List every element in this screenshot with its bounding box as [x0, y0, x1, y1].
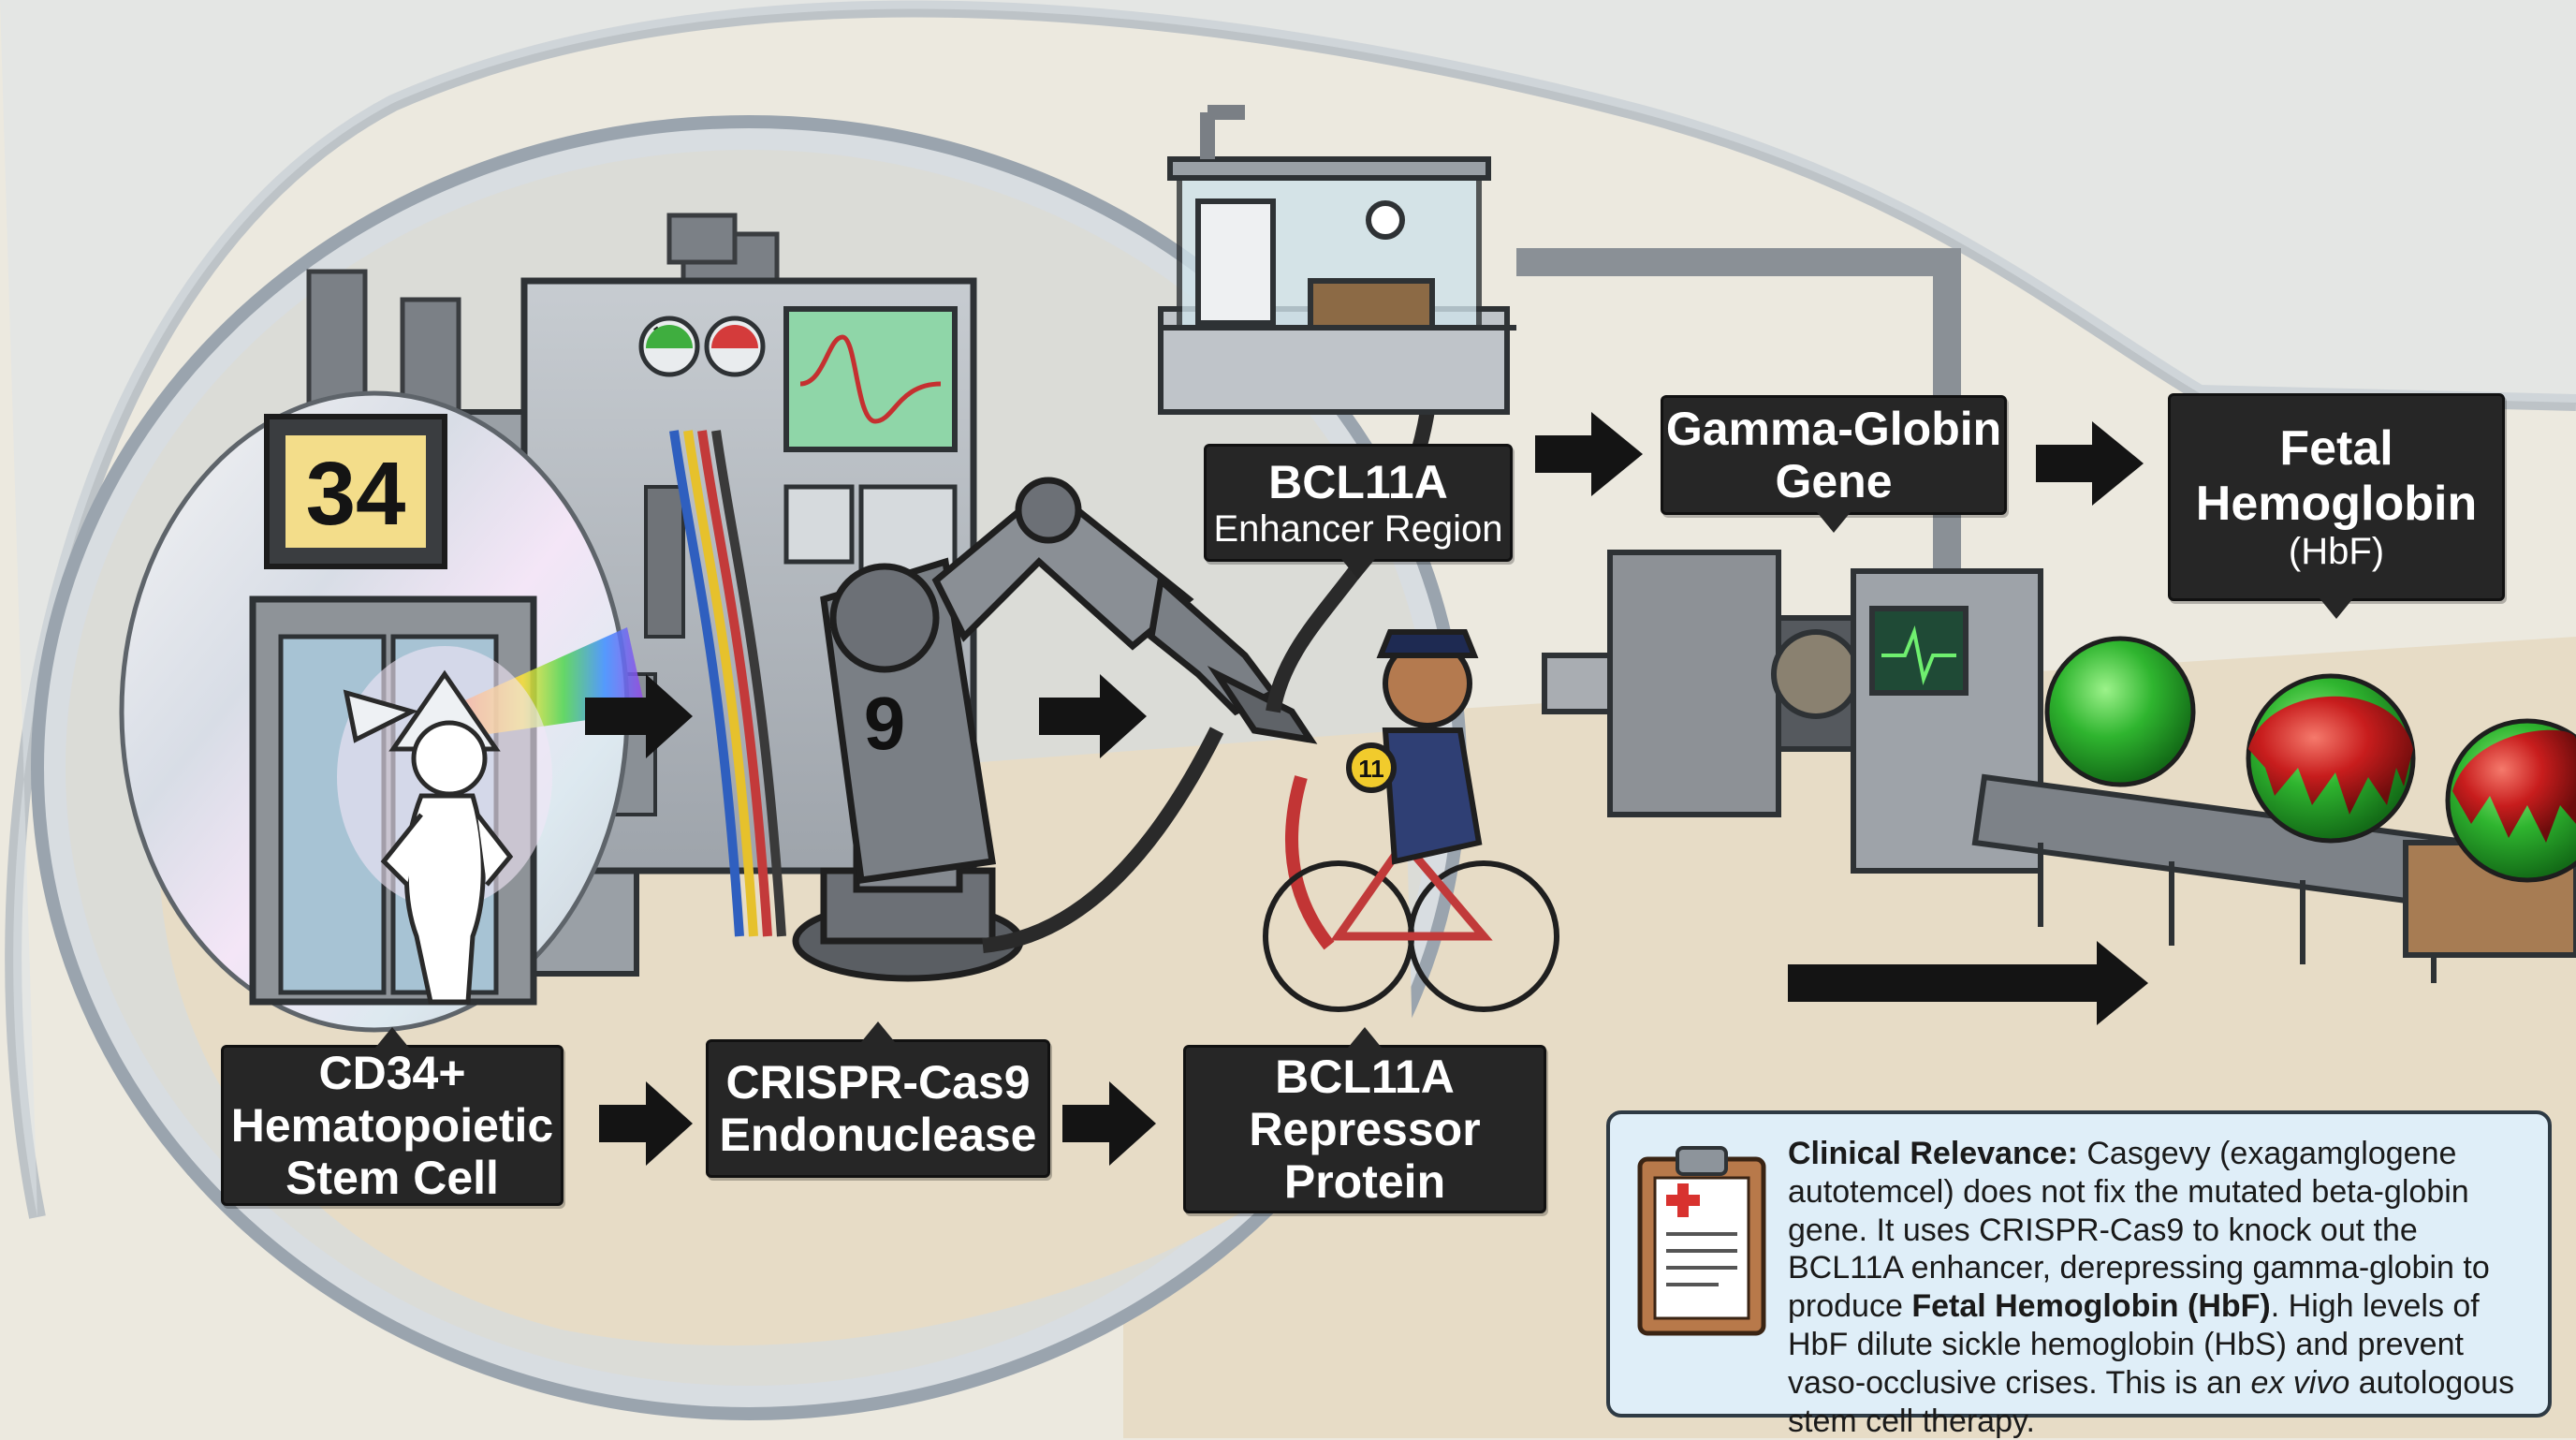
badge-number: 11 [1358, 755, 1384, 783]
label-cd34-line3: Stem Cell [285, 1152, 499, 1204]
label-fetal-hemoglobin: Fetal Hemoglobin (HbF) [2168, 393, 2505, 619]
flow-arrows [585, 412, 2148, 1166]
label-fetal-line1: Fetal [2279, 421, 2393, 477]
label-gamma-line1: Gamma-Globin [1665, 403, 2002, 455]
clinical-ex-vivo: ex vivo [2250, 1364, 2350, 1401]
clinical-text-3: autologous stem cell therapy. [1788, 1364, 2515, 1439]
label-cd34-line2: Hematopoietic [230, 1099, 554, 1152]
arrow-label-2 [1062, 1081, 1156, 1166]
label-crispr-line2: Endonuclease [719, 1109, 1037, 1161]
arrow-label-1 [599, 1081, 693, 1166]
clinical-bold-hbf: Fetal Hemoglobin (HbF) [1911, 1288, 2271, 1325]
clinical-text-2: . High levels of HbF dilute sickle hemog… [1788, 1288, 2480, 1401]
clinical-relevance-panel: Clinical Relevance: Casgevy (exagamgloge… [1606, 1110, 2552, 1439]
clinical-text-1: Casgevy (exagamglogene autotemcel) does … [1788, 1136, 2490, 1325]
label-repressor-line3: Protein [1283, 1155, 1446, 1208]
stem-cell-character [337, 646, 552, 1005]
arrow-crispr-to-cut [1039, 674, 1147, 758]
arrow-enhancer-to-gamma [1535, 412, 1643, 496]
label-enhancer-line2: Enhancer Region [1213, 507, 1503, 550]
clinical-heading: Clinical Relevance: [1788, 1136, 2078, 1171]
label-gamma-globin: Gamma-Globin Gene [1661, 395, 2007, 533]
arrow-conveyor [1788, 941, 2148, 1025]
label-bcl11a-enhancer: BCL11A Enhancer Region [1204, 444, 1513, 580]
label-repressor-line2: Repressor [1249, 1103, 1481, 1155]
clipboard-icon [1637, 1146, 1766, 1336]
label-bcl11a-repressor: BCL11A Repressor Protein [1183, 1027, 1546, 1213]
label-gamma-line2: Gene [1775, 455, 1893, 507]
label-cd34-stem-cell: CD34+ Hematopoietic Stem Cell [221, 1027, 564, 1206]
clinical-text: Clinical Relevance: Casgevy (exagamgloge… [1788, 1135, 2525, 1440]
label-crispr-cas9: CRISPR-Cas9 Endonuclease [706, 1021, 1050, 1178]
grinder-machine [1542, 550, 1884, 817]
label-fetal-line2: Hemoglobin [2195, 476, 2478, 531]
hemoglobin-ball-green [2044, 636, 2196, 787]
arm-number: 9 [864, 682, 906, 765]
arrow-gamma-to-fetal [2036, 421, 2144, 506]
bcl11a-officer: 11 [1263, 629, 1559, 1012]
label-crispr-line1: CRISPR-Cas9 [725, 1056, 1031, 1109]
label-repressor-line1: BCL11A [1275, 1051, 1455, 1103]
label-fetal-line3: (HbF) [2288, 530, 2385, 572]
label-cd34-line1: CD34+ [318, 1047, 466, 1099]
robotic-arm: 9 [792, 477, 1318, 982]
label-enhancer-line1: BCL11A [1268, 455, 1448, 508]
elevator-number: 34 [306, 444, 406, 544]
arrow-cell-to-crispr [585, 674, 693, 758]
